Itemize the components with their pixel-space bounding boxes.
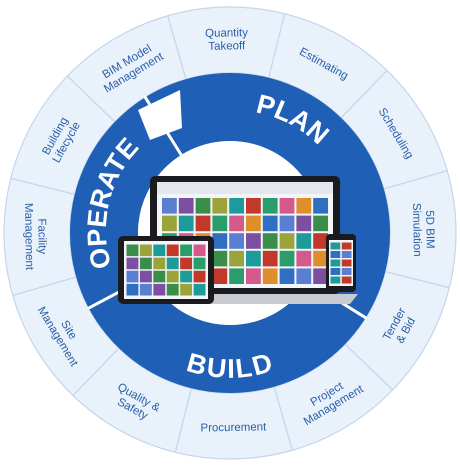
app-tile (180, 257, 193, 270)
app-tile (279, 215, 295, 232)
app-tile (229, 250, 244, 267)
app-tile (178, 215, 194, 232)
app-tile (180, 270, 193, 283)
segment-label-line: Procurement (200, 421, 267, 434)
app-tile (341, 259, 352, 267)
app-tile (212, 233, 228, 249)
app-tile (296, 233, 312, 249)
app-tile (313, 250, 328, 267)
app-tile (313, 215, 328, 232)
app-tile (193, 283, 206, 296)
segment-label-line: 5D BIM (423, 210, 436, 249)
segment-label-quality-safety: Quality &Safety (109, 381, 162, 426)
app-tile (166, 244, 179, 257)
segment-label-line: Takeoff (208, 40, 246, 53)
app-tile (262, 215, 278, 232)
app-tile (330, 268, 341, 275)
segment-label-quantity-takeoff: QuantityTakeoff (205, 27, 249, 53)
app-tile (313, 198, 328, 214)
app-tile (330, 276, 341, 284)
app-tile (296, 198, 312, 214)
app-tile (313, 268, 328, 284)
app-tile (212, 215, 228, 232)
segment-label-line: Facility (35, 218, 48, 254)
app-tile (330, 251, 341, 258)
app-tile (166, 270, 179, 283)
laptop-screen-header (157, 182, 333, 194)
segment-label-facility-management: FacilityManagement (22, 203, 48, 271)
app-tile (262, 268, 278, 284)
app-tile (341, 251, 352, 258)
app-tile (296, 215, 312, 232)
app-tile (126, 283, 139, 296)
app-tile (246, 233, 261, 249)
app-tile (153, 244, 166, 257)
app-tile (162, 198, 177, 214)
app-tile (246, 198, 261, 214)
app-tile (341, 276, 352, 284)
app-tile (193, 244, 206, 257)
app-tile (246, 268, 261, 284)
app-tile (180, 283, 193, 296)
app-tile (279, 233, 295, 249)
app-tile (313, 233, 328, 249)
app-tile (229, 215, 244, 232)
app-tile (162, 215, 177, 232)
service-segments-ring (3, 6, 457, 460)
app-tile (330, 242, 341, 250)
app-tile (229, 268, 244, 284)
phase-ring-band (70, 73, 390, 393)
segment-label-line: Management (22, 203, 35, 271)
app-tile (126, 257, 139, 270)
app-tile (296, 250, 312, 267)
segment-label-line: Simulation (410, 203, 423, 257)
app-tile (126, 270, 139, 283)
app-tile (262, 233, 278, 249)
app-tile (330, 259, 341, 267)
app-tile (153, 283, 166, 296)
app-tile (139, 270, 152, 283)
app-tile (193, 257, 206, 270)
app-tile (296, 268, 312, 284)
app-tile (246, 250, 261, 267)
app-tile (212, 198, 228, 214)
device-mockups (118, 176, 358, 304)
app-tile (279, 268, 295, 284)
app-tile (341, 268, 352, 275)
app-tile (166, 257, 179, 270)
app-tile (180, 244, 193, 257)
app-tile (153, 257, 166, 270)
app-tile (139, 283, 152, 296)
app-tile (262, 250, 278, 267)
app-tile (279, 250, 295, 267)
app-tile (229, 233, 244, 249)
app-tile (126, 244, 139, 257)
app-tile (246, 215, 261, 232)
app-tile (262, 198, 278, 214)
app-tile (229, 198, 244, 214)
app-tile (279, 198, 295, 214)
segment-label-5d-bim-simulation: 5D BIMSimulation (410, 203, 436, 257)
app-tile (153, 270, 166, 283)
app-tile (212, 250, 228, 267)
segment-label-procurement: Procurement (200, 421, 267, 434)
app-tile (178, 198, 194, 214)
app-tile (341, 242, 352, 250)
app-tile (139, 244, 152, 257)
app-tile (195, 215, 211, 232)
app-tile (193, 270, 206, 283)
app-tile (139, 257, 152, 270)
app-tile (166, 283, 179, 296)
ring-notch (138, 90, 182, 140)
app-tile (212, 268, 228, 284)
segment-label-line: Quantity (205, 27, 248, 40)
app-tile (195, 198, 211, 214)
